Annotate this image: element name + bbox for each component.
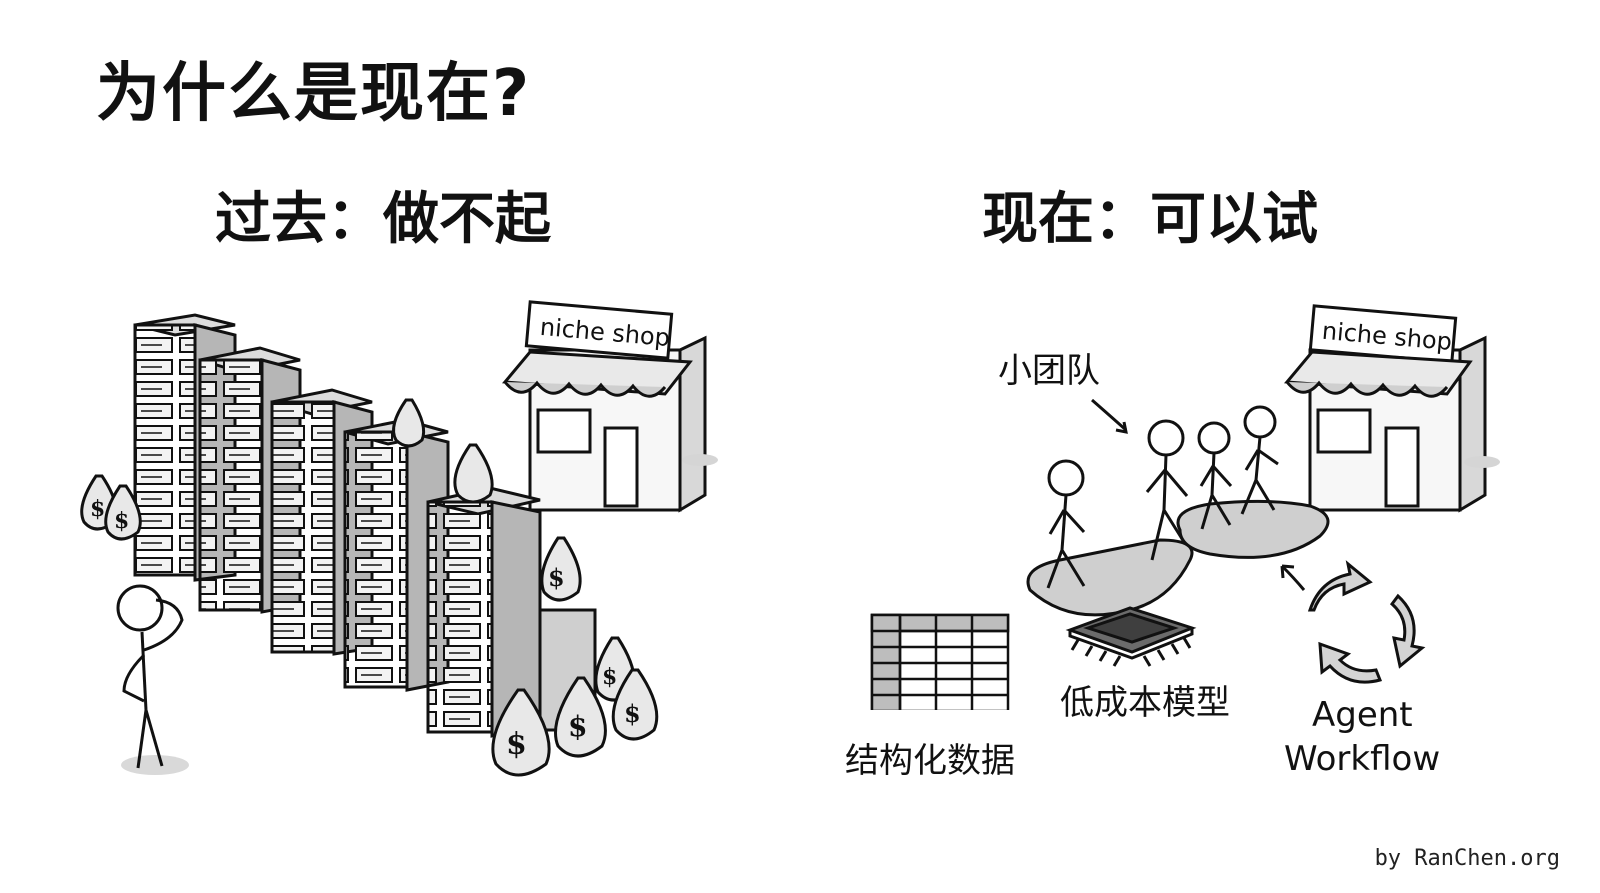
workflow-label: Workflow: [1284, 739, 1441, 779]
money-bag-icon: [453, 443, 494, 504]
workflow-cycle-icon: [1307, 560, 1426, 684]
svg-text:$: $: [90, 496, 105, 522]
now-heading: 现在：可以试: [982, 187, 1318, 252]
svg-text:$: $: [568, 710, 587, 743]
team-member: [1145, 419, 1189, 561]
team-label: 小团队: [998, 351, 1100, 391]
data-label: 结构化数据: [845, 741, 1015, 781]
niche-shop-building: [1283, 304, 1500, 513]
money-bag-icon: [392, 398, 426, 448]
server-racks: [133, 313, 597, 738]
data-table-icon: [870, 613, 1010, 710]
svg-text:$: $: [602, 664, 617, 690]
svg-text:$: $: [506, 727, 527, 762]
now-illustration: niche shop: [870, 304, 1500, 710]
money-bag-icon: $: [554, 676, 607, 758]
money-bag-icon: $: [104, 484, 142, 541]
past-heading: 过去：做不起: [215, 187, 551, 252]
agent-label: Agent: [1312, 695, 1413, 735]
page-title: 为什么是现在?: [96, 57, 532, 131]
svg-text:$: $: [548, 563, 565, 592]
small-team: [1046, 405, 1279, 589]
svg-text:$: $: [114, 508, 129, 534]
chip-icon: [1065, 606, 1197, 667]
money-bags: $ $ $ $ $ $ $: [80, 398, 659, 777]
arrow-icon: [1280, 564, 1306, 591]
money-bag-icon: $: [540, 536, 582, 602]
team-member: [1197, 421, 1233, 530]
team-member: [1046, 459, 1086, 589]
confused-person: [116, 584, 189, 775]
svg-text:$: $: [624, 699, 641, 728]
server-rack: [426, 486, 542, 738]
model-label: 低成本模型: [1060, 683, 1230, 723]
team-member: [1240, 405, 1279, 515]
money-bag-icon: $: [611, 668, 659, 741]
credit-text: by RanChen.org: [1374, 846, 1560, 871]
money-bag-icon: $: [491, 688, 551, 777]
server-rack: [343, 418, 450, 692]
past-illustration: niche shop: [80, 300, 718, 777]
arrow-icon: [1091, 398, 1128, 434]
niche-shop-building: [501, 300, 718, 513]
